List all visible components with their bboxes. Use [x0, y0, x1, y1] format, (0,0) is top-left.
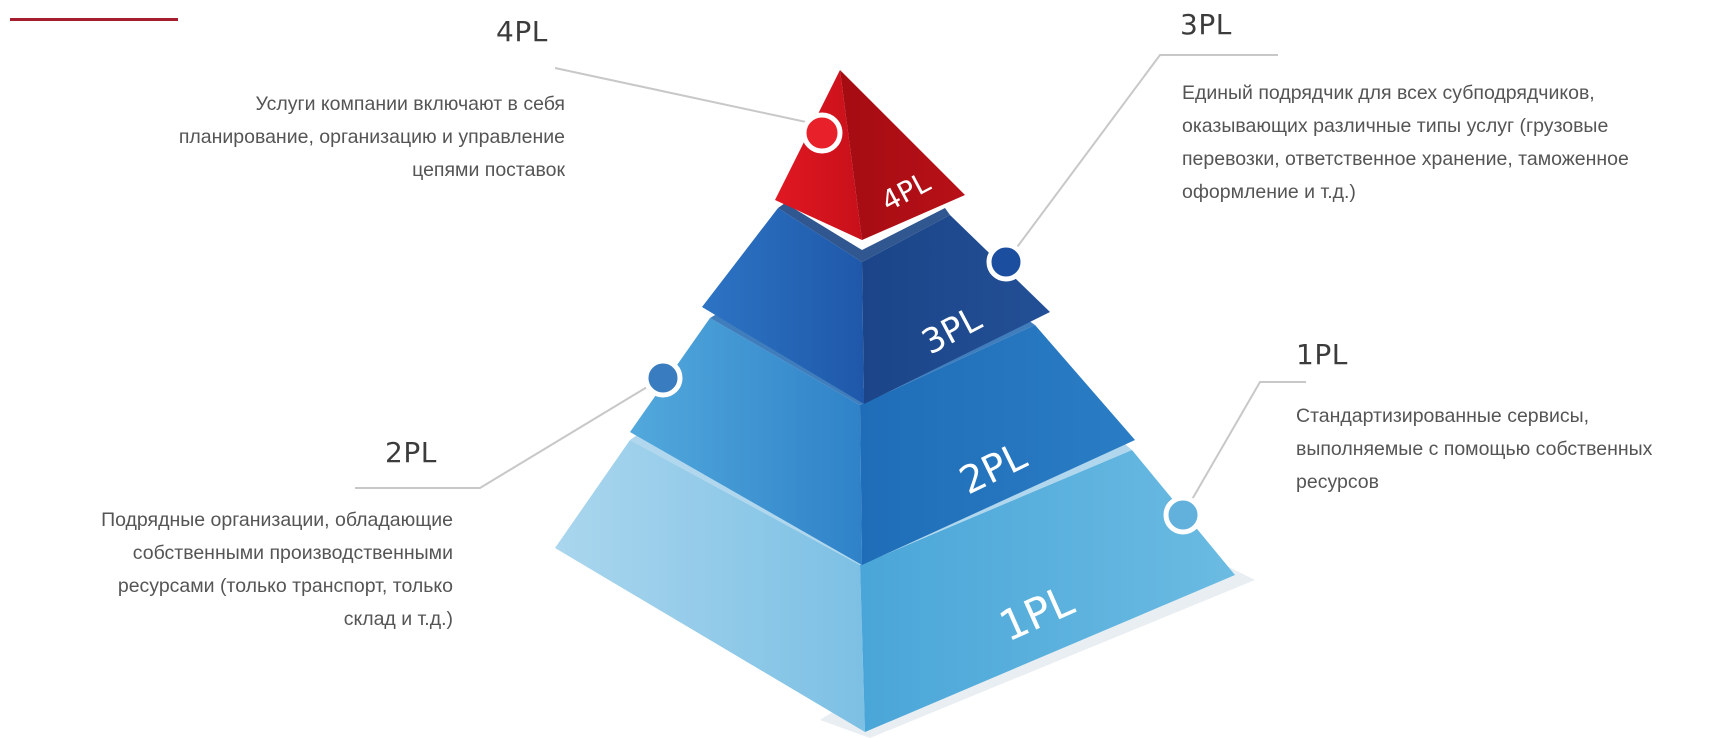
- description-2pl-line: Подрядные организации, обладающие: [101, 509, 453, 531]
- tier-4pl-left-face: [775, 70, 862, 240]
- description-3pl-line: перевозки, ответственное хранение, тамож…: [1182, 148, 1629, 170]
- tier-3pl-left-face: [702, 208, 864, 404]
- tier-1pl-left-face: [555, 440, 865, 732]
- description-2pl: Подрядные организации, обладающие собств…: [5, 504, 453, 636]
- tier-4pl-right-face: [840, 70, 965, 240]
- connector-2pl: [355, 377, 663, 489]
- description-2pl-line: ресурсами (только транспорт, только: [117, 575, 453, 597]
- connector-1pl: [1182, 381, 1306, 516]
- description-2pl-line: собственными производственными: [132, 542, 453, 564]
- tier-3pl-top-rim: [778, 203, 950, 262]
- tier-3pl: [702, 203, 1050, 404]
- marker-dot-3pl: [986, 242, 1026, 282]
- heading-2pl: 2PL: [385, 436, 437, 469]
- tier-2pl-left-face: [630, 318, 862, 565]
- tier-1pl: [555, 433, 1235, 732]
- heading-1pl: 1PL: [1296, 338, 1348, 371]
- tier-2pl-right-face: [860, 325, 1135, 565]
- description-1pl-line: выполняемые с помощью собственных: [1296, 438, 1653, 460]
- tier-4pl: [775, 70, 965, 240]
- heading-4pl: 4PL: [496, 15, 548, 48]
- description-1pl: Стандартизированные сервисы, выполняемые…: [1296, 400, 1731, 499]
- description-3pl-line: Единый подрядчик для всех субподрядчиков…: [1182, 82, 1595, 104]
- description-4pl-line: Услуги компании включают в себя: [255, 93, 565, 115]
- marker-dot-2pl: [643, 358, 683, 398]
- description-1pl-line: Стандартизированные сервисы,: [1296, 405, 1590, 427]
- description-1pl-line: ресурсов: [1296, 471, 1379, 493]
- description-2pl-line: склад и т.д.): [343, 608, 453, 630]
- tier-1pl-right-face: [860, 450, 1235, 732]
- description-4pl-line: планирование, организацию и управление: [178, 126, 565, 148]
- accent-line: [10, 18, 178, 21]
- connector-3pl: [1005, 54, 1278, 263]
- description-3pl-line: оказывающих различные типы услуг (грузов…: [1182, 115, 1609, 137]
- tier-3pl-right-face: [862, 215, 1050, 404]
- connector-4pl: [554, 67, 821, 126]
- marker-dot-1pl: [1163, 495, 1203, 535]
- description-3pl: Единый подрядчик для всех субподрядчиков…: [1182, 77, 1732, 209]
- description-3pl-line: оформление и т.д.): [1182, 181, 1356, 203]
- marker-dot-4pl: [801, 112, 843, 154]
- heading-3pl: 3PL: [1180, 8, 1232, 41]
- description-4pl-line: цепями поставок: [412, 159, 565, 181]
- description-4pl: Услуги компании включают в себя планиров…: [60, 88, 565, 187]
